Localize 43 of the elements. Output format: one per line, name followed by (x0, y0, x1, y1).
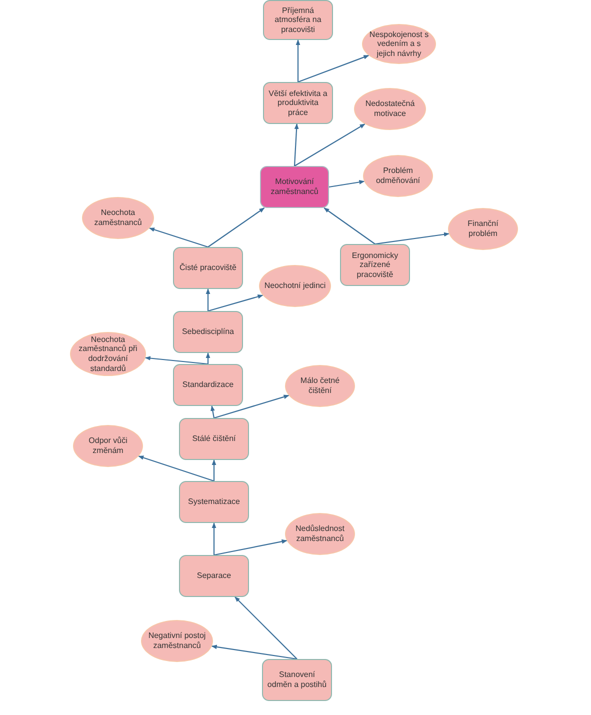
arrow (210, 405, 215, 418)
arrow (212, 459, 216, 481)
process-box: Separace (179, 555, 249, 597)
process-box: Standardizace (173, 364, 243, 406)
issue-ellipse: Neochota zaměstnanců při dodržování standardů (70, 332, 146, 376)
arrow (206, 288, 210, 311)
arrow (234, 596, 298, 660)
arrow (294, 123, 299, 166)
arrow (324, 208, 376, 244)
process-box: Systematizace (179, 481, 249, 523)
arrow (138, 456, 214, 482)
arrow (211, 644, 298, 660)
process-box: Větší efektivita a produktivita práce (263, 82, 333, 124)
issue-ellipse: Negativní postoj zaměstnanců (141, 620, 213, 662)
issue-ellipse: Nedůslednost zaměstnanců (285, 513, 355, 555)
issue-ellipse: Nedostatečná motivace (354, 88, 426, 130)
arrow (208, 208, 265, 248)
arrow (298, 54, 370, 83)
process-box: Sebedisciplína (173, 311, 243, 353)
issue-ellipse: Finanční problém (448, 208, 518, 250)
process-box: Čisté pracoviště (173, 247, 243, 289)
process-box: Motivování zaměstnanců (260, 166, 329, 208)
arrow (149, 228, 208, 248)
arrow (328, 180, 365, 188)
issue-ellipse: Neochota zaměstnanců (82, 197, 154, 239)
issue-ellipse: Málo četné čištění (285, 365, 355, 407)
arrow (296, 39, 300, 82)
process-box: Stanovení odměn a postihů (262, 659, 332, 701)
issue-ellipse: Odpor vůči změnám (73, 425, 143, 467)
arrow (144, 356, 208, 365)
arrow (206, 352, 210, 364)
arrow (374, 232, 450, 245)
process-box: Ergonomicky zařízené pracoviště (340, 244, 410, 286)
issue-ellipse: Neochotní jedinci (259, 265, 331, 307)
arrow (214, 539, 288, 556)
arrow (294, 124, 366, 166)
process-box: Příjemná atmosféra na pracovišti (263, 0, 333, 40)
issue-ellipse: Nespokojenost s vedením a s jejich návrhy (362, 24, 436, 64)
issue-ellipse: Problém odměňování (363, 155, 433, 197)
arrow (214, 394, 290, 419)
arrow (208, 294, 264, 312)
process-box: Stálé čištění (179, 418, 249, 460)
arrow (212, 522, 216, 555)
